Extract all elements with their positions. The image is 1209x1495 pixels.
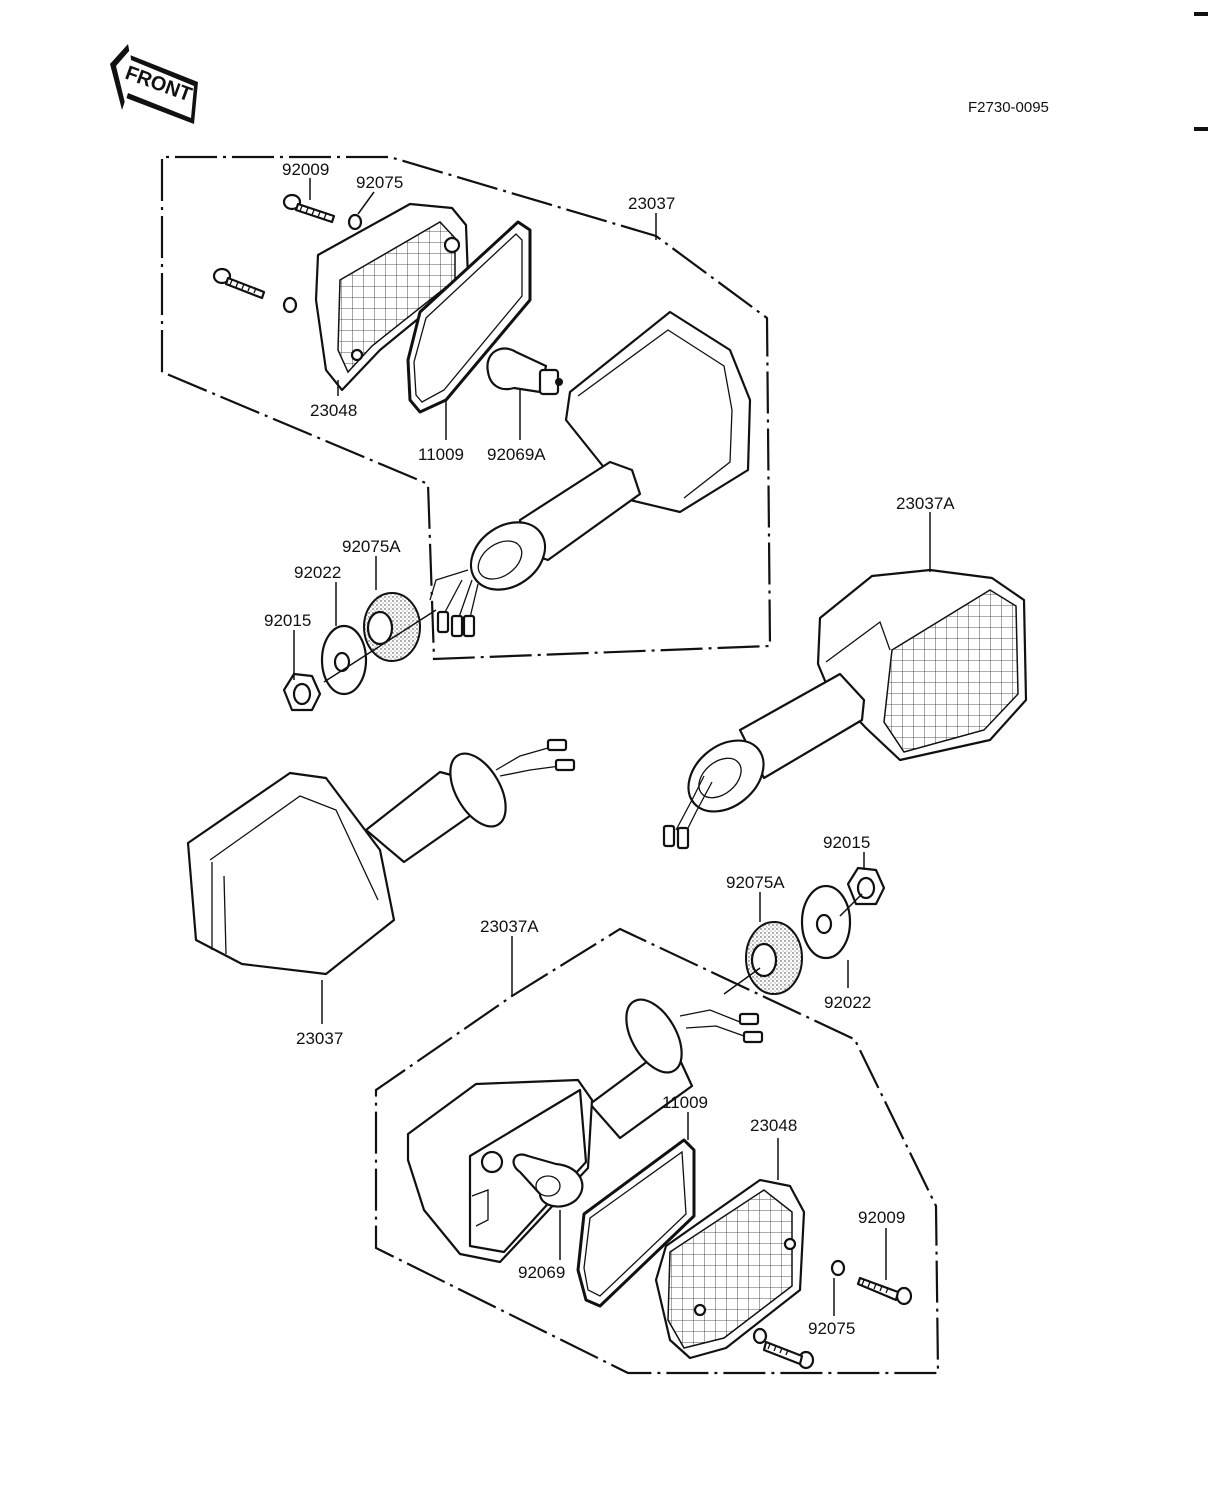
front-signal-upper <box>429 310 752 638</box>
label-rear-grommet: 92075A <box>726 873 785 892</box>
rear-bulb <box>512 1153 584 1208</box>
rear-signal-upper <box>662 568 1028 850</box>
part-labels: 92009 92075 23037 23048 11009 92069A 230… <box>264 160 955 1338</box>
label-front-signal-right: 23037 <box>628 194 675 213</box>
leader-lines <box>293 178 931 1316</box>
label-front-washer: 92075 <box>356 173 403 192</box>
label-rear-plain-washer: 92022 <box>824 993 871 1012</box>
label-front-bulb: 92069A <box>487 445 546 464</box>
label-front-plain-washer: 92022 <box>294 563 341 582</box>
label-front-gasket: 11009 <box>418 445 464 464</box>
front-assembly-group-outline <box>160 155 772 661</box>
rear-assembly-group-outline <box>374 927 940 1375</box>
label-rear-washer: 92075 <box>808 1319 855 1338</box>
label-rear-gasket: 11009 <box>662 1093 708 1112</box>
rear-washer-right <box>830 1259 846 1277</box>
rear-screw-right <box>856 1276 913 1306</box>
figure-code: F2730-0095 <box>968 99 1049 116</box>
front-signal-lower <box>186 738 576 976</box>
front-grommet <box>363 592 421 662</box>
rear-screw-lower <box>762 1340 815 1370</box>
label-rear-lens: 23048 <box>750 1116 797 1135</box>
edge-mark-bottom <box>1194 127 1208 131</box>
label-front-grommet: 92075A <box>342 537 401 556</box>
front-nut <box>282 672 322 712</box>
label-rear-screw: 92009 <box>858 1208 905 1227</box>
front-screw-upper <box>282 193 336 224</box>
rear-plain-washer <box>800 884 852 960</box>
front-bulb <box>486 347 563 396</box>
rear-gasket <box>576 1138 696 1308</box>
label-front-signal-left: 23037 <box>296 1029 343 1048</box>
label-rear-signal-left: 23037A <box>480 917 539 936</box>
front-washer-lower <box>282 296 298 314</box>
label-front-nut: 92015 <box>264 611 311 630</box>
front-arrow-icon: FRONT <box>110 44 198 124</box>
rear-nut <box>846 866 886 906</box>
label-rear-signal-right: 23037A <box>896 494 955 513</box>
rear-lens <box>654 1178 806 1360</box>
label-front-screw: 92009 <box>282 160 329 179</box>
label-rear-bulb: 92069 <box>518 1263 565 1282</box>
label-rear-nut: 92015 <box>823 833 870 852</box>
label-front-lens: 23048 <box>310 401 357 420</box>
front-lens <box>314 202 470 392</box>
front-screw-lower <box>212 267 266 300</box>
front-washer-upper <box>347 213 363 231</box>
edge-mark-top <box>1194 12 1208 16</box>
rear-grommet <box>745 921 803 995</box>
rear-washer-lower <box>752 1327 768 1345</box>
